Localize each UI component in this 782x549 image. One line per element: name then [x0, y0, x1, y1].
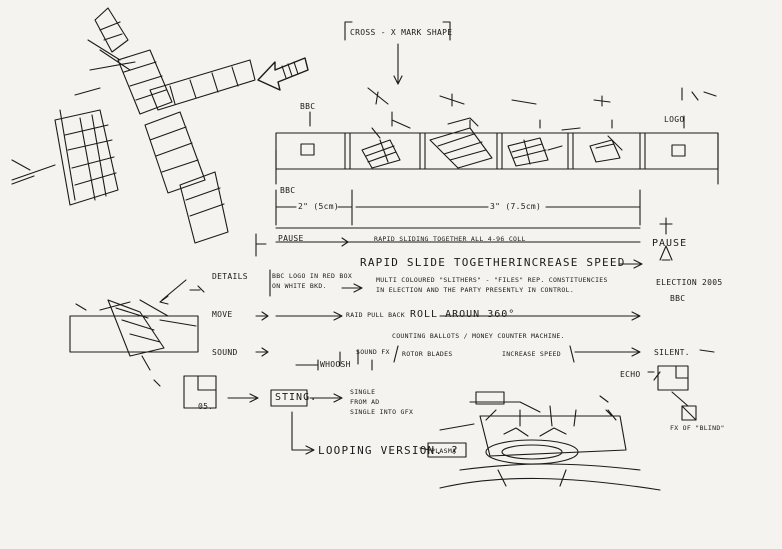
- dimension-right: 3" (7.5cm): [490, 202, 542, 211]
- top-note-box: [344, 21, 451, 85]
- rapid-pull-back: RAID PULL BACK: [346, 311, 405, 319]
- roll-around-360: ROLL AROUN 360°: [410, 309, 516, 320]
- frame-05-label: 05.: [198, 402, 214, 411]
- rapid-slide-together: RAPID SLIDE TOGETHER: [360, 256, 517, 269]
- details-label: DETAILS: [212, 272, 248, 281]
- pause-left: PAUSE: [278, 234, 304, 243]
- sting-label: STING.: [275, 392, 318, 403]
- cross-x-mark-note: CROSS - X MARK SHAPE: [350, 28, 453, 37]
- storyboard-strip: [275, 111, 719, 185]
- details-text-2: ON WHITE BKD.: [272, 282, 327, 290]
- silent-label: SILENT.: [654, 348, 690, 357]
- whoosh-label: WHOOSH: [320, 360, 351, 369]
- bbc-small: BBC: [670, 294, 686, 303]
- single-line-3: SINGLE INTO GFX: [350, 408, 414, 416]
- bbc-label-top: BBC: [300, 102, 316, 111]
- flow-arrows: [227, 217, 673, 455]
- sound-fx: SOUND FX: [356, 348, 390, 356]
- single-line-1: SINGLE: [350, 388, 376, 396]
- single-line-2: FROM AD: [350, 398, 380, 406]
- dimension-line: [275, 189, 641, 243]
- fx-of-blind: FX OF "BLIND": [670, 424, 725, 432]
- plasma-machine-sketch: [439, 391, 661, 491]
- looping-version: LOOPING VERSION. ?: [318, 444, 459, 457]
- election-2005: ELECTION 2005: [656, 278, 723, 287]
- pause-right: PAUSE: [652, 238, 688, 249]
- slithers-text-1: MULTI COLOURED "SLITHERS" - "FILES" REP.…: [376, 276, 608, 284]
- sound-label: SOUND: [212, 348, 238, 357]
- collapsed-slithers-sketch: [69, 279, 205, 387]
- x-shape-sketch: [11, 7, 309, 244]
- end-frames: [657, 349, 715, 421]
- logo-label: LOGO: [664, 115, 685, 124]
- rapid-sliding-text: RAPID SLIDING TOGETHER ALL 4-96 COLL: [374, 235, 526, 243]
- move-label: MOVE: [212, 310, 233, 319]
- frame-05: [183, 375, 217, 409]
- echo-label: ECHO: [620, 370, 641, 379]
- counting-ballots: COUNTING BALLOTS / MONEY COUNTER MACHINE…: [392, 332, 565, 340]
- details-text-1: BBC LOGO IN RED BOX: [272, 272, 353, 280]
- rotor-blades: ROTOR BLADES: [402, 350, 453, 358]
- slithers-text-2: IN ELECTION AND THE PARTY PRESENTLY IN C…: [376, 286, 575, 294]
- bbc-label-dim: BBC: [280, 186, 296, 195]
- text-boxes: [269, 269, 575, 458]
- increase-speed: INCREASE SPEED: [516, 256, 626, 269]
- x-mark-symbols: [367, 87, 717, 107]
- dimension-left: 2" (5cm): [298, 202, 339, 211]
- plasma-label: PLASMA: [431, 447, 457, 455]
- increase-speed-small: INCREASE SPEED: [502, 350, 561, 358]
